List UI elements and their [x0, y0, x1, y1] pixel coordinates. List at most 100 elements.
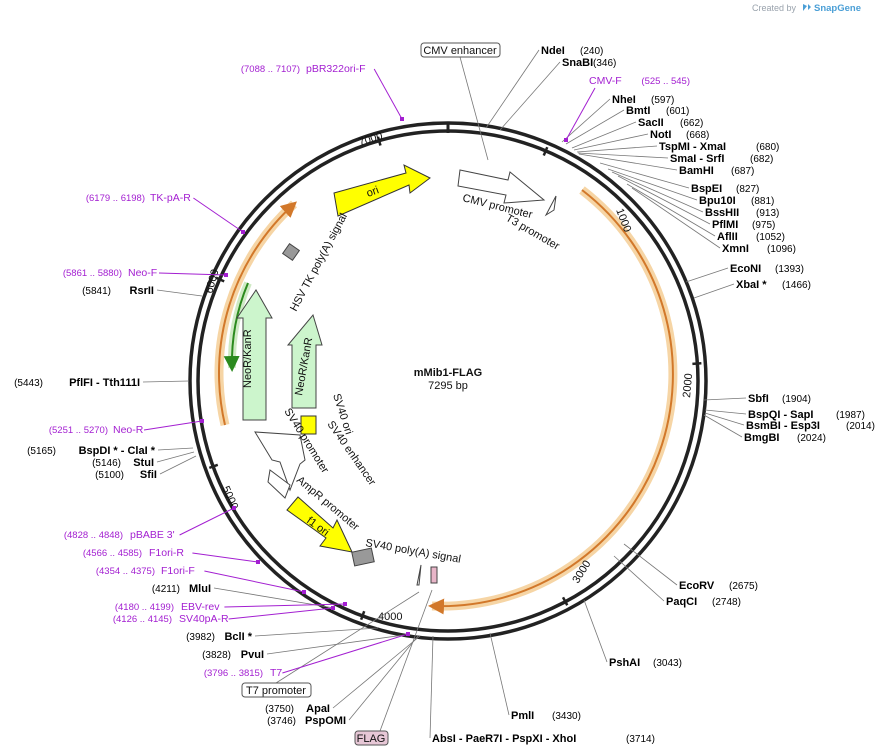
enzyme-name: BssHII	[705, 207, 739, 219]
cmv-enhancer-box	[420, 42, 501, 58]
primer-leader-line	[282, 633, 409, 674]
primer-name: SV40pA-R	[179, 613, 229, 625]
enzyme-leader-line	[571, 121, 637, 149]
neor-kanr-feature-2	[286, 313, 323, 409]
enzyme-position: (680)	[756, 142, 779, 153]
ori-feature	[333, 164, 431, 217]
enzyme-name: SnaBI	[562, 57, 593, 69]
enzyme-leader-line	[578, 153, 678, 171]
enzyme-name: PmlI	[511, 710, 534, 722]
restriction-site-labels: NdeI(240)SnaBI(346)NheI(597)BmtI(601)Sac…	[14, 45, 875, 745]
primer-leader-line	[193, 197, 244, 233]
neor-kanr-label-1: NeoR/KanR	[242, 329, 254, 388]
primer-leader-line	[204, 570, 305, 593]
snapgene-logo-icon	[803, 4, 811, 11]
enzyme-position: (597)	[651, 95, 674, 106]
primer-site-mark	[224, 273, 228, 277]
enzyme-leader-line	[429, 635, 434, 739]
enzyme-leader-line	[576, 145, 658, 153]
enzyme-name: BmgBI	[744, 432, 779, 444]
enzyme-position: (1987)	[836, 410, 865, 421]
enzyme-position: (4211)	[152, 584, 180, 595]
enzyme-name: SbfI	[748, 393, 769, 405]
enzyme-position: (5165)	[27, 446, 56, 457]
enzyme-name: NotI	[650, 129, 671, 141]
enzyme-leader-line	[607, 168, 698, 201]
enzyme-position: (3746)	[267, 716, 296, 727]
enzyme-name: PflFI - Tth111I	[69, 377, 140, 389]
enzyme-leader-line	[573, 133, 649, 151]
enzyme-leader-line	[703, 414, 743, 438]
neo-orf-arc	[223, 282, 249, 372]
tick-label: 7000	[357, 130, 384, 149]
enzyme-leader-line	[561, 98, 611, 143]
hsv-tk-polya-label: HSV TK poly(A) signal	[288, 211, 350, 313]
enzyme-leader-line	[254, 627, 379, 637]
enzyme-position: (3750)	[265, 704, 294, 715]
enzyme-position: (2024)	[797, 433, 826, 444]
tick-mark	[561, 596, 569, 606]
enzyme-name: XmnI	[722, 243, 749, 255]
enzyme-leader-line	[685, 267, 729, 283]
enzyme-position: (5146)	[92, 458, 121, 469]
primer-name: F1ori-F	[161, 565, 195, 577]
flag-feature	[430, 566, 438, 584]
enzyme-leader-line	[623, 543, 678, 586]
orf-arc-mmib1	[428, 189, 674, 615]
enzyme-name: Bpu10I	[699, 195, 736, 207]
ori-label: ori	[365, 184, 381, 199]
primer-site-mark	[200, 419, 204, 423]
primer-site-mark	[302, 590, 306, 594]
enzyme-position: (3982)	[186, 632, 215, 643]
primer-site-mark	[343, 602, 347, 606]
enzyme-name: NheI	[612, 94, 636, 106]
sv40-promoter-feature	[254, 431, 306, 492]
enzyme-position: (240)	[580, 46, 603, 57]
enzyme-name: BmtI	[626, 105, 650, 117]
tick-mark	[376, 136, 382, 146]
enzyme-position: (3043)	[653, 658, 682, 669]
cmv-promoter-feature	[457, 169, 546, 204]
primer-range: (5861 .. 5880)	[63, 268, 122, 279]
enzyme-position: (2014)	[846, 421, 875, 432]
enzyme-leader-line	[626, 183, 716, 237]
orf-arc-left	[218, 201, 297, 426]
primer-range: (7088 .. 7107)	[241, 64, 300, 75]
enzyme-name: ApaI	[306, 703, 330, 715]
sv40-polya-label: SV40 poly(A) signal	[364, 537, 461, 566]
primer-site-mark	[256, 560, 260, 564]
enzyme-name: AbsI - PaeR7I - PspXI - XhoI	[432, 733, 576, 745]
hsv-tk-polya-feature	[281, 242, 301, 262]
enzyme-leader-line	[266, 634, 405, 655]
enzyme-position: (662)	[680, 118, 703, 129]
primer-leader-line	[228, 607, 334, 620]
enzyme-name: BclI *	[224, 631, 252, 643]
plasmid-size: 7295 bp	[428, 380, 468, 392]
primer-range: (4828 .. 4848)	[64, 530, 123, 541]
enzyme-position: (1096)	[767, 244, 796, 255]
primer-leader-line	[373, 68, 403, 120]
primer-range: (5251 .. 5270)	[49, 425, 108, 436]
enzyme-name: BsmBI - Esp3I	[746, 420, 820, 432]
enzyme-position: (1466)	[782, 280, 811, 291]
enzyme-position: (5841)	[82, 286, 111, 297]
enzyme-name: MluI	[189, 583, 211, 595]
enzyme-name: BspQI - SapI	[748, 409, 813, 421]
t7-promoter-label: T7 promoter	[246, 685, 306, 697]
enzyme-name: StuI	[133, 457, 154, 469]
enzyme-leader-line	[489, 632, 510, 716]
enzyme-leader-line	[583, 599, 608, 663]
enzyme-position: (2675)	[729, 581, 758, 592]
primer-site-mark	[331, 606, 335, 610]
enzyme-leader-line	[157, 447, 194, 451]
primer-name: T7	[270, 667, 282, 679]
primer-range: (525 .. 545)	[641, 76, 690, 87]
primer-leader-line	[143, 420, 203, 431]
tick-mark	[359, 610, 366, 621]
primer-leader-line	[179, 507, 235, 536]
enzyme-name: SmaI - SrfI	[670, 153, 724, 165]
enzyme-position: (3430)	[552, 711, 581, 722]
f1-ori-feature	[286, 496, 353, 553]
